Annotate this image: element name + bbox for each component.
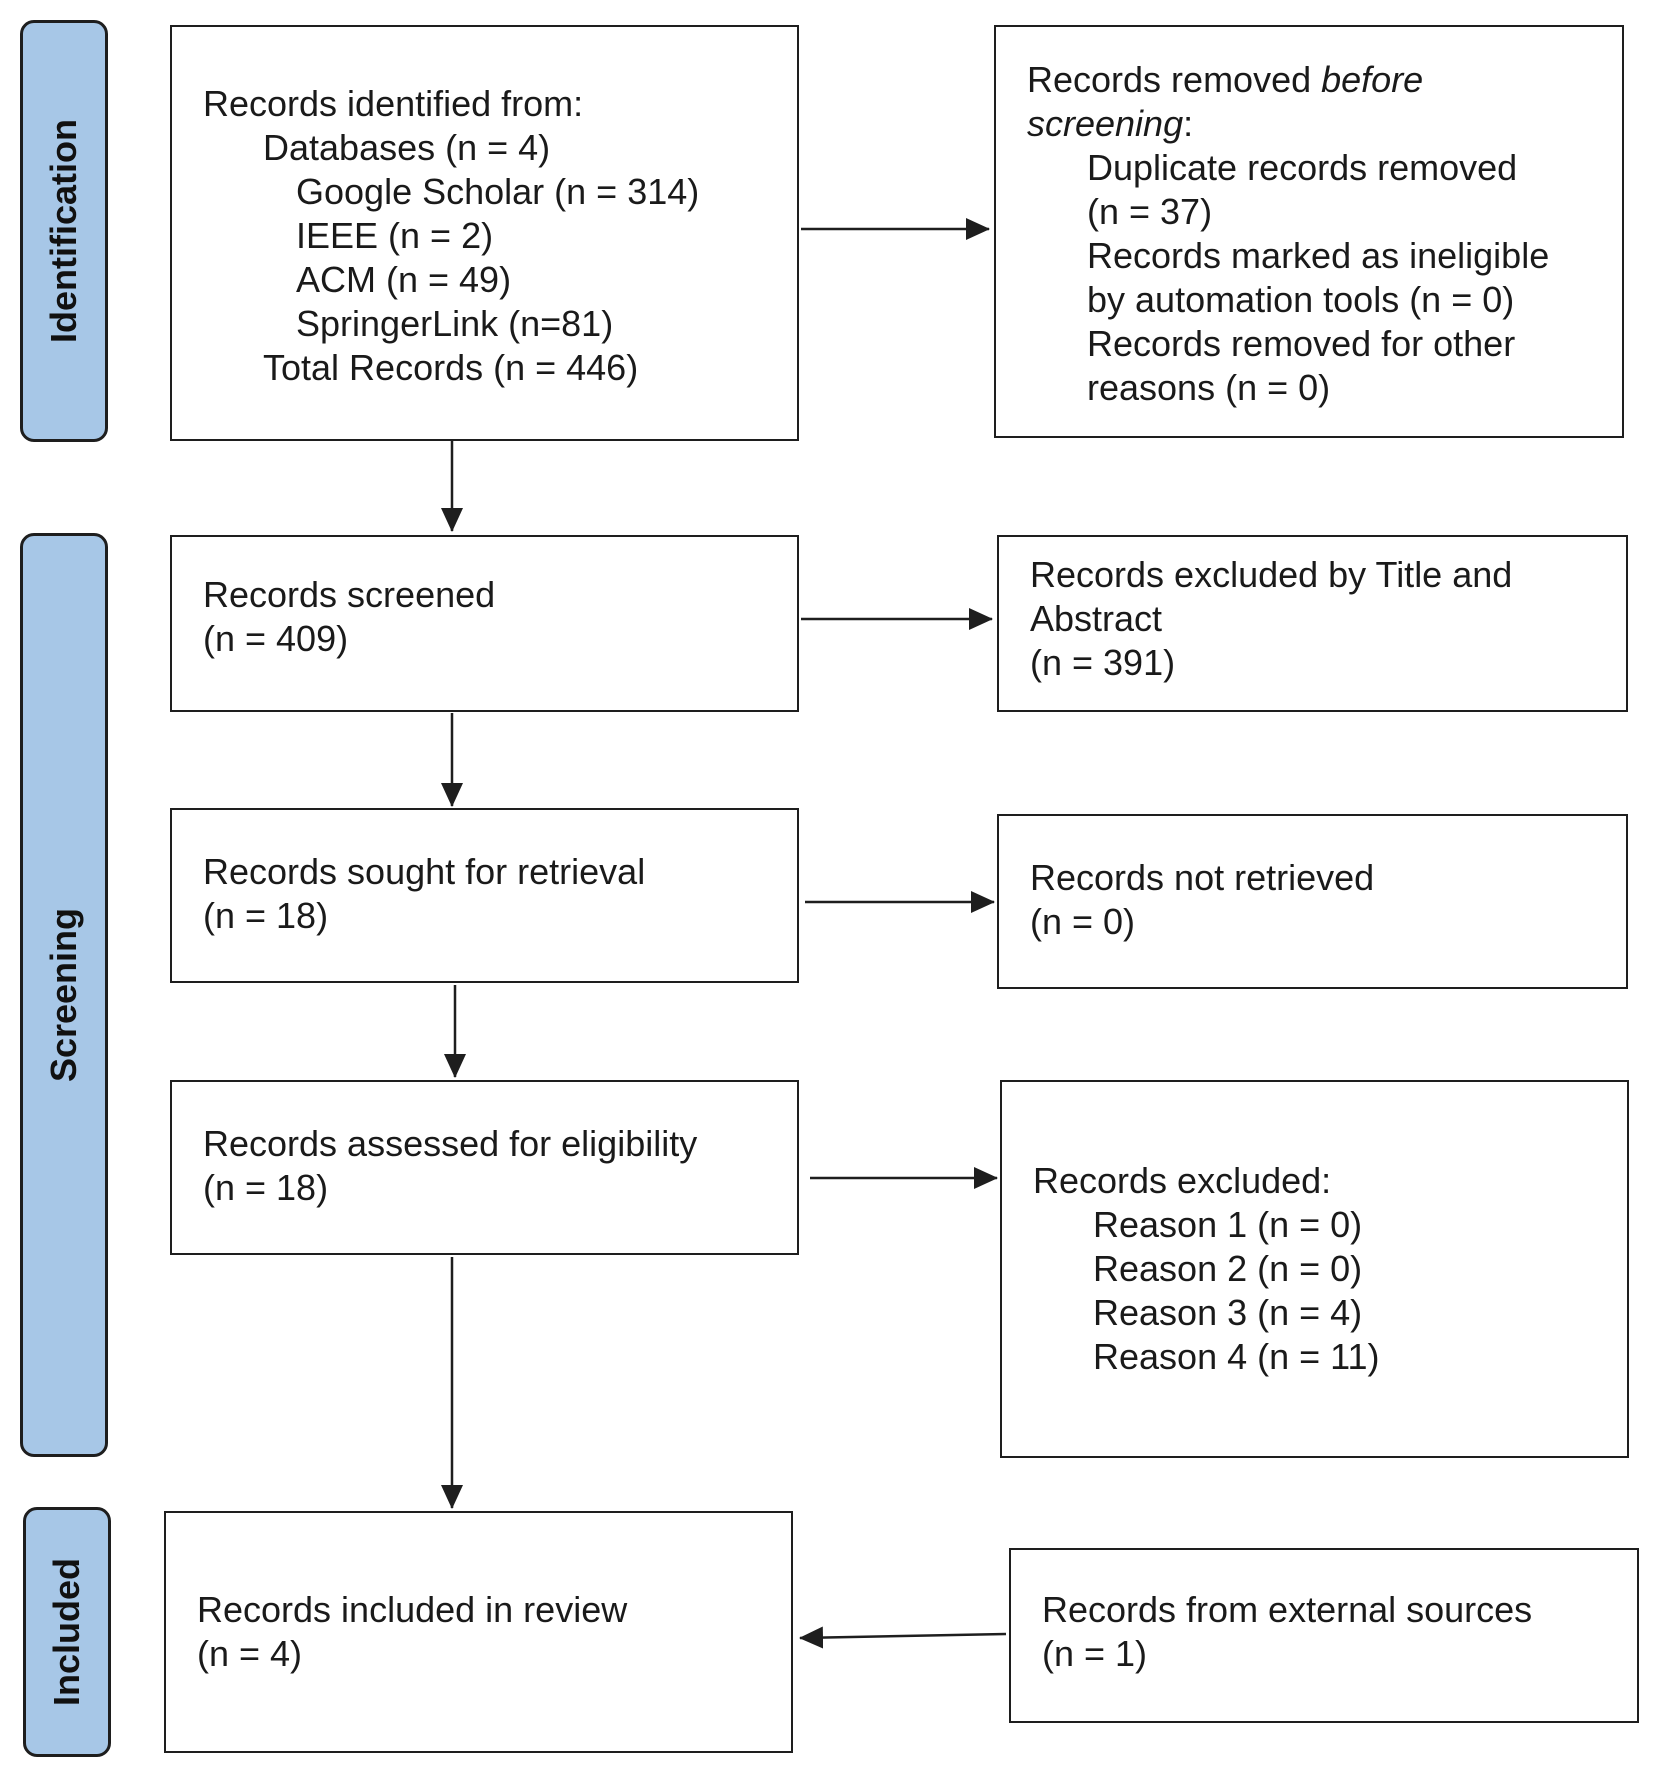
records-included-box: Records included in review (n = 4) bbox=[164, 1511, 793, 1753]
records-excluded-box: Records excluded: Reason 1 (n = 0) Reaso… bbox=[1000, 1080, 1629, 1458]
assessed-count: (n = 18) bbox=[203, 1167, 329, 1208]
records-not-retrieved-box: Records not retrieved (n = 0) bbox=[997, 814, 1628, 989]
external-label: Records from external sources bbox=[1042, 1589, 1533, 1630]
screened-count: (n = 409) bbox=[203, 618, 349, 659]
removed-header-cont: screening: bbox=[1027, 103, 1194, 144]
removed-line: (n = 37) bbox=[1087, 191, 1213, 232]
assessed-label: Records assessed for eligibility bbox=[203, 1123, 698, 1164]
excluded-title-label: Records excluded by Title and bbox=[1030, 554, 1513, 595]
not-retrieved-label: Records not retrieved bbox=[1030, 857, 1375, 898]
removed-line: Records removed for other bbox=[1087, 323, 1516, 364]
records-removed-box: Records removed before screening: Duplic… bbox=[994, 25, 1624, 438]
records-assessed-box: Records assessed for eligibility (n = 18… bbox=[170, 1080, 799, 1255]
identified-total: Total Records (n = 446) bbox=[263, 347, 639, 388]
removed-line: by automation tools (n = 0) bbox=[1087, 279, 1515, 320]
included-count: (n = 4) bbox=[197, 1633, 303, 1674]
arrow-external-to-included bbox=[799, 1626, 1007, 1649]
sought-count: (n = 18) bbox=[203, 895, 329, 936]
identified-source: ACM (n = 49) bbox=[296, 259, 512, 300]
excluded-reason: Reason 4 (n = 11) bbox=[1093, 1336, 1380, 1377]
removed-line: Records marked as ineligible bbox=[1087, 235, 1550, 276]
excluded-reason: Reason 1 (n = 0) bbox=[1093, 1204, 1363, 1245]
records-identified-box: Records identified from: Databases (n = … bbox=[170, 25, 799, 441]
external-sources-box: Records from external sources (n = 1) bbox=[1009, 1548, 1639, 1723]
phase-included: Included bbox=[23, 1507, 111, 1757]
screened-label: Records screened bbox=[203, 574, 496, 615]
records-screened-box: Records screened (n = 409) bbox=[170, 535, 799, 712]
identified-source: SpringerLink (n=81) bbox=[296, 303, 614, 344]
phase-screening: Screening bbox=[20, 533, 108, 1457]
identified-source: Google Scholar (n = 314) bbox=[296, 171, 700, 212]
excluded-title-count: (n = 391) bbox=[1030, 642, 1176, 683]
not-retrieved-count: (n = 0) bbox=[1030, 901, 1136, 942]
phase-identification: Identification bbox=[20, 20, 108, 442]
included-label: Records included in review bbox=[197, 1589, 628, 1630]
removed-header: Records removed before bbox=[1027, 59, 1424, 100]
identified-source: IEEE (n = 2) bbox=[296, 215, 494, 256]
sought-label: Records sought for retrieval bbox=[203, 851, 646, 892]
excluded-header: Records excluded: bbox=[1033, 1160, 1332, 1201]
excluded-title-label-cont: Abstract bbox=[1030, 598, 1163, 639]
records-sought-box: Records sought for retrieval (n = 18) bbox=[170, 808, 799, 983]
removed-line: reasons (n = 0) bbox=[1087, 367, 1331, 408]
external-count: (n = 1) bbox=[1042, 1633, 1148, 1674]
excluded-reason: Reason 3 (n = 4) bbox=[1093, 1292, 1363, 1333]
excluded-reason: Reason 2 (n = 0) bbox=[1093, 1248, 1363, 1289]
identified-header: Records identified from: bbox=[203, 83, 584, 124]
removed-line: Duplicate records removed bbox=[1087, 147, 1518, 188]
identified-databases: Databases (n = 4) bbox=[263, 127, 551, 168]
records-excluded-title-box: Records excluded by Title and Abstract (… bbox=[997, 535, 1628, 712]
